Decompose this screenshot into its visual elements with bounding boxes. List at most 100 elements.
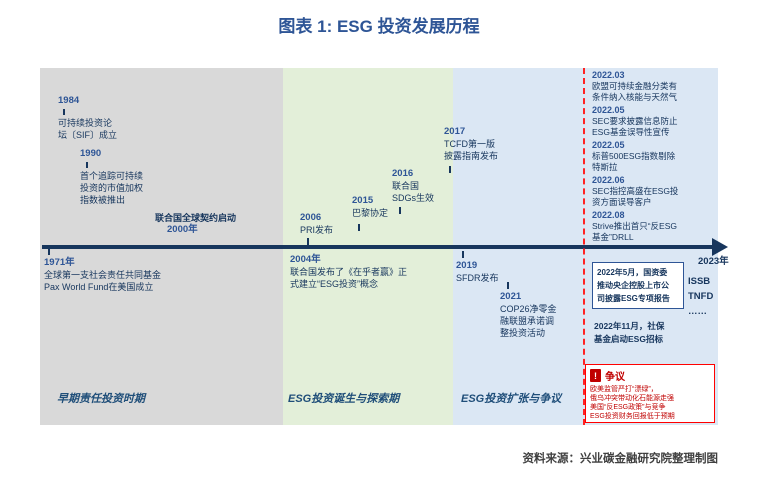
standards-list: ISSB TNFD …… xyxy=(688,274,713,319)
event-desc: 联合国 xyxy=(392,181,420,191)
tick-1971 xyxy=(48,249,50,255)
event-desc: 欧盟可持续金融分类有 xyxy=(592,81,678,91)
event-desc: 联合国发布了《在乎者赢》正 xyxy=(290,267,408,277)
event-desc: 指数被推出 xyxy=(80,195,126,205)
event-desc: SEC指控高盛在ESG投 xyxy=(592,186,679,196)
event-desc: 标普500ESG指数剔除 xyxy=(592,151,676,161)
event-desc: 特斯拉 xyxy=(592,161,618,172)
event-desc: 整投资活动 xyxy=(500,328,546,338)
event-desc: 巴黎协定 xyxy=(352,208,389,218)
event-year: 2021 xyxy=(500,291,522,302)
event-desc: SDGs生效 xyxy=(392,193,435,203)
event-desc: TCFD第一版 xyxy=(444,139,495,149)
event-desc: Strive推出首只“反ESG xyxy=(592,221,678,231)
tick-2006 xyxy=(307,238,309,245)
note-line: 基金启动ESG招标 xyxy=(594,334,663,344)
right-event-2022-05a: 2022.05 SEC要求披露信息防止 ESG基金误导性宣传 xyxy=(592,105,677,137)
timeline-event-2016: 2016 联合国 SDGs生效 xyxy=(392,168,434,204)
controversy-line: 欧美监管严打“漂绿”， xyxy=(590,386,658,393)
event-year: 2022.06 xyxy=(592,175,625,185)
controversy-title: 争议 xyxy=(605,372,625,383)
event-year: 1990 xyxy=(80,148,102,159)
controversy-line: ESG投资财务回报低于预期 xyxy=(590,413,675,420)
timeline-event-2006: 2006 PRI发布 xyxy=(300,212,333,236)
timeline-event-1990: 1990 首个追踪可持续 投资的市值加权 指数被推出 xyxy=(80,148,143,206)
ssf-note: 2022年11月，社保 基金启动ESG招标 xyxy=(594,320,664,346)
tick-1990 xyxy=(86,162,88,168)
event-desc: 投资的市值加权 xyxy=(80,183,144,193)
timeline-event-2017: 2017 TCFD第一版 披露指南发布 xyxy=(444,126,498,162)
event-desc: 披露指南发布 xyxy=(444,151,499,161)
controversy-line: 俄乌冲突带动化石能源走强 xyxy=(590,395,674,402)
red-dashed-divider xyxy=(583,68,585,425)
tick-2015 xyxy=(358,224,360,231)
event-desc: ESG基金误导性宣传 xyxy=(592,126,670,137)
event-desc: 条件纳入核能与天然气 xyxy=(592,91,678,102)
event-desc: PRI发布 xyxy=(300,225,334,235)
timeline-event-2023: 2023年 xyxy=(698,256,729,268)
era-label-birth: ESG投资诞生与探索期 xyxy=(288,393,400,405)
tick-1984 xyxy=(63,109,65,115)
tick-2017 xyxy=(449,166,451,173)
standard-item: ISSB xyxy=(688,276,711,287)
event-year: 2004年 xyxy=(290,254,321,265)
event-year: 2000年 xyxy=(167,224,198,235)
event-desc: 可持续投资论 xyxy=(58,118,113,128)
event-desc: Pax World Fund在美国成立 xyxy=(44,282,154,292)
event-year: 2023年 xyxy=(698,256,729,267)
event-desc: 式建立“ESG投资”概念 xyxy=(290,279,379,289)
event-year: 2006 xyxy=(300,212,322,223)
note-line: 推动央企控股上市公 xyxy=(597,281,669,290)
event-desc: SEC要求披露信息防止 xyxy=(592,116,678,126)
event-year: 2022.03 xyxy=(592,70,625,80)
right-event-2022-03: 2022.03 欧盟可持续金融分类有 条件纳入核能与天然气 xyxy=(592,70,677,102)
timeline-event-2015: 2015 巴黎协定 xyxy=(352,195,388,219)
right-event-2022-06: 2022.06 SEC指控高盛在ESG投 资方面误导客户 xyxy=(592,175,678,207)
timeline-event-2021: 2021 COP26净零金 融联盟承诺调 整投资活动 xyxy=(500,291,557,339)
timeline-arrowhead-icon xyxy=(712,238,728,256)
event-desc: 基金”DRLL xyxy=(592,231,634,242)
tick-2016 xyxy=(399,207,401,214)
controversy-header: ! 争议 xyxy=(590,368,710,383)
right-event-2022-05b: 2022.05 标普500ESG指数剔除 特斯拉 xyxy=(592,140,675,172)
event-desc: 全球第一支社会责任共同基金 xyxy=(44,270,162,280)
event-desc: COP26净零金 xyxy=(500,304,557,314)
alert-icon: ! xyxy=(590,369,601,382)
timeline-event-1971: 1971年 全球第一支社会责任共同基金 Pax World Fund在美国成立 xyxy=(44,257,161,293)
timeline-event-1984: 1984 可持续投资论 坛〔SIF〕成立 xyxy=(58,95,117,141)
note-line: 2022年11月，社保 xyxy=(594,321,665,331)
timeline-event-2019: 2019 SFDR发布 xyxy=(456,260,499,284)
source-note: 资料来源：兴业碳金融研究院整理制图 xyxy=(522,453,719,465)
controversy-line: 美国“反ESG政策”与竞争 xyxy=(590,404,666,411)
sasac-note-box: 2022年5月，国资委 推动央企控股上市公 司披露ESG专项报告 xyxy=(592,262,684,309)
event-year: 2017 xyxy=(444,126,466,137)
event-year: 2022.08 xyxy=(592,210,625,220)
event-desc: 资方面误导客户 xyxy=(592,196,652,207)
timeline-event-2000: 联合国全球契约启动 2000年 xyxy=(155,212,236,236)
event-desc: SFDR发布 xyxy=(456,273,499,283)
event-desc: 联合国全球契约启动 xyxy=(155,213,237,223)
era-label-expansion: ESG投资扩张与争议 xyxy=(461,393,562,405)
event-desc: 融联盟承诺调 xyxy=(500,316,555,326)
event-year: 2016 xyxy=(392,168,414,179)
page-title: 图表 1: ESG 投资发展历程 xyxy=(278,17,480,36)
right-event-2022-08: 2022.08 Strive推出首只“反ESG 基金”DRLL xyxy=(592,210,677,242)
note-line: 2022年5月，国资委 xyxy=(597,268,668,277)
timeline-axis xyxy=(42,245,712,249)
controversy-box: ! 争议 欧美监管严打“漂绿”， 俄乌冲突带动化石能源走强 美国“反ESG政策”… xyxy=(585,364,715,423)
event-year: 1984 xyxy=(58,95,80,106)
event-year: 2022.05 xyxy=(592,140,625,150)
era-label-early: 早期责任投资时期 xyxy=(57,393,145,405)
timeline-event-2004: 2004年 联合国发布了《在乎者赢》正 式建立“ESG投资”概念 xyxy=(290,254,407,290)
tick-2021 xyxy=(507,282,509,289)
event-year: 1971年 xyxy=(44,257,75,268)
event-year: 2022.05 xyxy=(592,105,625,115)
note-line: 司披露ESG专项报告 xyxy=(597,294,670,303)
event-year: 2015 xyxy=(352,195,374,206)
event-desc: 首个追踪可持续 xyxy=(80,171,144,181)
tick-2019 xyxy=(462,251,464,258)
event-desc: 坛〔SIF〕成立 xyxy=(58,130,118,140)
standard-item: …… xyxy=(688,306,707,317)
event-year: 2019 xyxy=(456,260,478,271)
